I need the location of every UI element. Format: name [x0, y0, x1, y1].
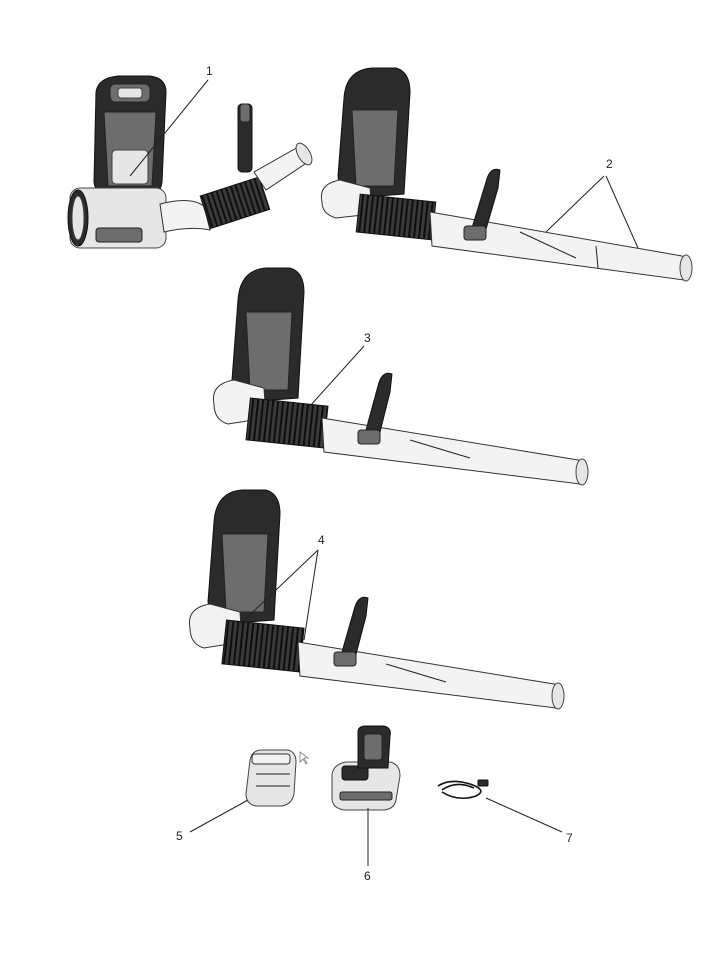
leader-line-4a [235, 549, 319, 629]
callout-1: 1 [206, 64, 213, 78]
figure-battery-pack [245, 749, 310, 807]
leader-line-3 [309, 345, 365, 407]
leader-line-2a [545, 175, 605, 233]
figure-power-cord [437, 779, 489, 800]
callout-5: 5 [176, 829, 183, 843]
mouse-pointer-icon [299, 751, 310, 765]
figure-assembled-blower-middle [212, 267, 589, 486]
callout-6: 6 [364, 869, 371, 883]
leader-line-2b [605, 175, 639, 249]
callout-labels: 1 2 3 4 5 6 7 [176, 64, 613, 883]
leader-line-5 [189, 799, 249, 833]
callout-4: 4 [318, 533, 325, 547]
callout-2: 2 [606, 157, 613, 171]
figure-assembled-blower-top [320, 67, 693, 282]
callout-7: 7 [566, 831, 573, 845]
leader-line-4b [303, 549, 319, 641]
callout-3: 3 [364, 331, 371, 345]
figure-assembled-blower-bottom [188, 489, 565, 710]
figure-backpack-front [67, 75, 313, 249]
figure-battery-charger [331, 725, 401, 811]
leader-lines [129, 79, 639, 866]
leader-line-1 [129, 79, 209, 177]
leader-line-7 [485, 797, 563, 833]
